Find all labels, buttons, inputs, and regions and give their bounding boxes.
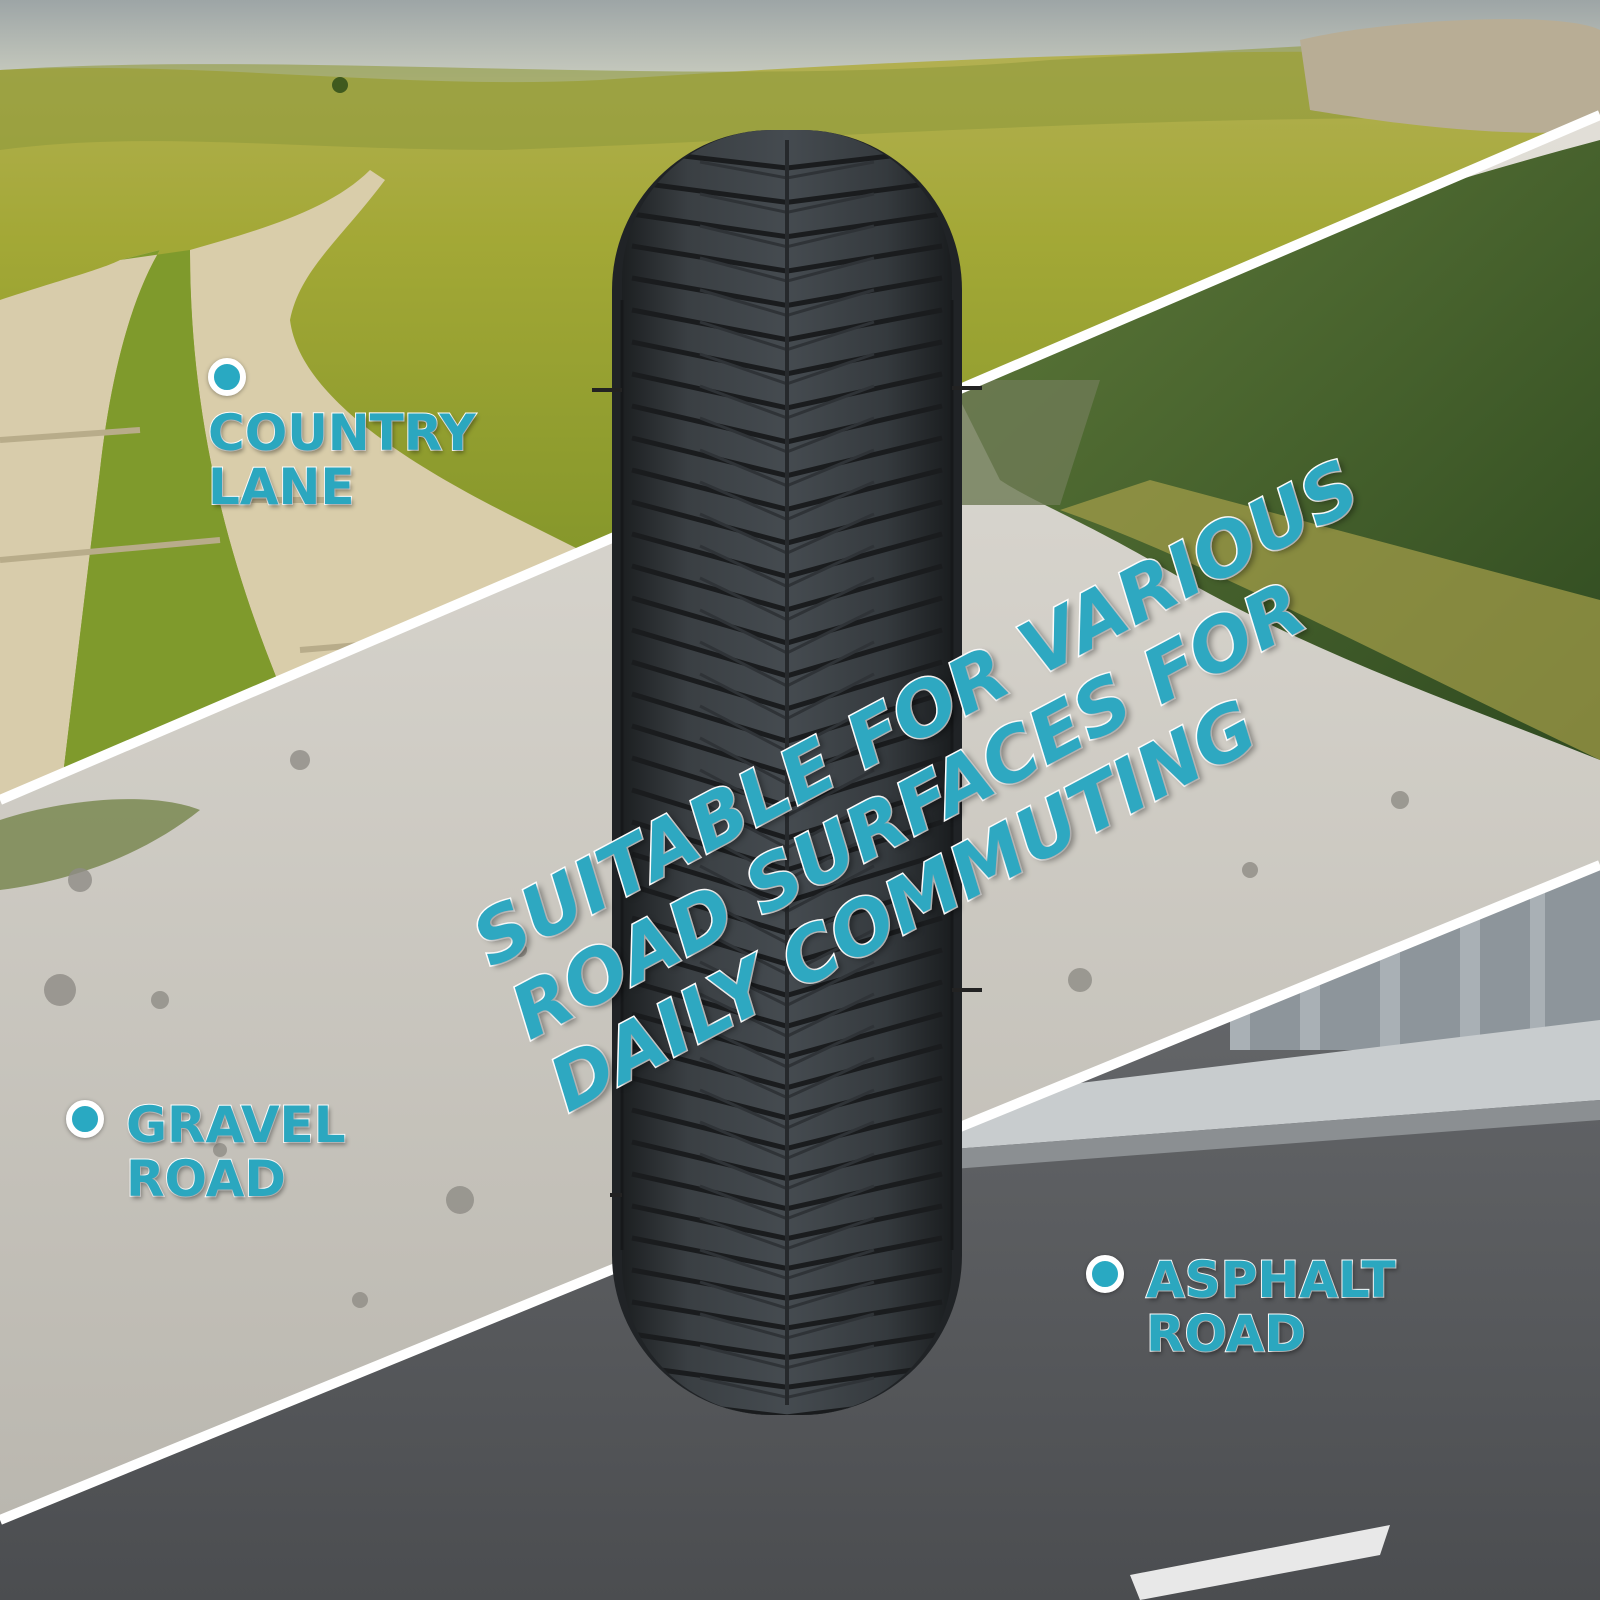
- circle-dot-icon: [208, 358, 246, 396]
- asphalt-road-line2: road: [1145, 1305, 1307, 1363]
- country-lane-label: Country lane: [207, 358, 477, 516]
- gravel-road-line1: Gravel: [125, 1096, 347, 1154]
- asphalt-road-label: Asphalt road: [1086, 1251, 1397, 1363]
- tire-icon: [592, 130, 982, 1415]
- gravel-road-label: Gravel road: [66, 1096, 347, 1208]
- country-lane-line2: lane: [207, 458, 356, 516]
- circle-dot-icon: [1086, 1255, 1124, 1293]
- gravel-road-line2: road: [125, 1150, 287, 1208]
- asphalt-road-line1: Asphalt: [1145, 1251, 1397, 1309]
- circle-dot-icon: [66, 1100, 104, 1138]
- country-lane-line1: Country: [207, 404, 477, 462]
